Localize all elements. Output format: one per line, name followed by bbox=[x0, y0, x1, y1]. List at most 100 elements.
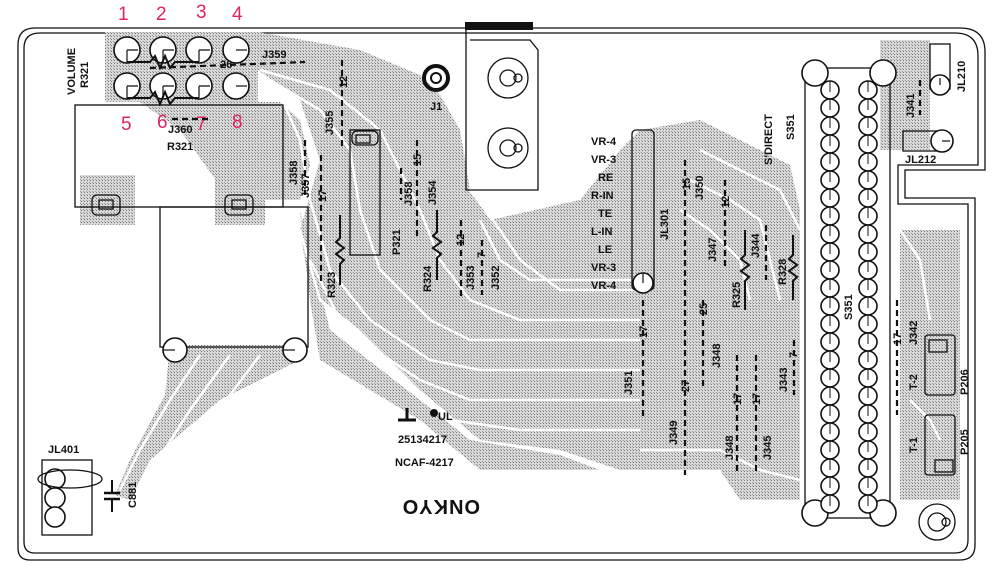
jl301-pin-labels: VR-4 VR-3 RE R-IN TE L-IN LE VR-3 VR-4 bbox=[591, 136, 617, 292]
pin-number-labels: 1 2 3 4 5 6 7 8 bbox=[118, 2, 243, 135]
j345-length: 17 bbox=[751, 393, 763, 405]
j353-length: 12 bbox=[455, 234, 467, 246]
connector-jl210 bbox=[929, 43, 951, 96]
j350-label: J350 bbox=[694, 176, 706, 200]
j348a-label: J348 bbox=[711, 344, 723, 368]
j347-label: J347 bbox=[707, 238, 719, 262]
j353-label: J353 bbox=[465, 266, 477, 290]
s-direct-label: S'DIRECT bbox=[763, 114, 775, 165]
s351-top-label: S351 bbox=[785, 114, 797, 140]
r324-label: R324 bbox=[422, 265, 434, 292]
connector-p321 bbox=[349, 129, 381, 256]
jl401-label: JL401 bbox=[48, 444, 79, 456]
pot-pin-7 bbox=[185, 72, 213, 100]
pot-pin-1 bbox=[113, 36, 141, 64]
mounting-hole bbox=[918, 503, 956, 541]
pin-label-5: 5 bbox=[121, 114, 132, 135]
resistor-r323 bbox=[334, 215, 346, 285]
j354-label: J354 bbox=[427, 180, 439, 205]
p206-label: P206 bbox=[959, 369, 971, 395]
connector-p205 bbox=[924, 414, 956, 476]
header-jl301 bbox=[631, 129, 655, 294]
pot-resistor-trace-bottom bbox=[127, 89, 199, 107]
connector-p206 bbox=[924, 334, 956, 396]
jl301-pin-2: VR-3 bbox=[591, 154, 616, 166]
pcb-traces bbox=[118, 68, 942, 506]
p321-label: P321 bbox=[391, 229, 403, 255]
pin-label-3: 3 bbox=[196, 2, 207, 23]
r323-label: R323 bbox=[326, 272, 338, 298]
jl212-label: JL212 bbox=[905, 154, 936, 166]
j342-length: 17 bbox=[892, 333, 904, 345]
pin-label-4: 4 bbox=[232, 4, 243, 25]
pot-pins bbox=[113, 36, 250, 107]
board-code: NCAF-4217 bbox=[395, 457, 454, 469]
j360-label: J360 bbox=[168, 124, 192, 136]
j352-label: J352 bbox=[490, 266, 502, 290]
svg-text:UL: UL bbox=[438, 411, 453, 423]
j349-label: J349 bbox=[668, 421, 680, 445]
jl301-pin-8: VR-3 bbox=[591, 262, 616, 274]
j357-length: 17 bbox=[317, 190, 329, 202]
pot-pin-5 bbox=[113, 72, 141, 100]
j348b-label: J348 bbox=[724, 436, 736, 460]
c881-label: C881 bbox=[127, 482, 139, 508]
j351-label: J351 bbox=[623, 371, 635, 395]
connector-jl212 bbox=[902, 129, 954, 153]
j343-label: J343 bbox=[778, 368, 790, 392]
j344-label: J344 bbox=[750, 233, 762, 258]
j349-length: 27 bbox=[680, 380, 692, 392]
j352-length: 7 bbox=[476, 252, 488, 258]
s351-pin-columns bbox=[820, 80, 878, 514]
ul-certification-mark: UL bbox=[430, 409, 453, 423]
j347-length: 12 bbox=[720, 196, 732, 208]
pot-pin-8 bbox=[222, 72, 250, 100]
jumper-j359 bbox=[149, 60, 306, 70]
j342-label: J342 bbox=[908, 321, 920, 345]
jl301-pin-7: LE bbox=[598, 244, 612, 256]
r321-lower-label: R321 bbox=[167, 141, 193, 153]
j355-length: 12 bbox=[338, 76, 350, 88]
p205-label: P205 bbox=[959, 429, 971, 455]
r325-label: R325 bbox=[731, 282, 743, 308]
pot-pin-2 bbox=[149, 36, 177, 64]
volume-ref-label: R321 bbox=[79, 62, 91, 88]
switch-s351 bbox=[801, 59, 897, 527]
pin-label-6: 6 bbox=[157, 112, 168, 133]
pin-label-2: 2 bbox=[156, 4, 167, 25]
j351-length: 17 bbox=[638, 326, 650, 338]
j341-label: J341 bbox=[905, 94, 917, 118]
part-number: 25134217 bbox=[398, 434, 447, 446]
test-point-j1 bbox=[422, 64, 450, 92]
jl301-label: JL301 bbox=[659, 209, 671, 240]
jl301-pin-9: VR-4 bbox=[591, 280, 617, 292]
capacitor-c881 bbox=[104, 480, 120, 512]
pot-pin-4 bbox=[222, 36, 250, 64]
onkyo-logo-mirrored: ONKYO bbox=[402, 495, 480, 517]
j358a-label: J358 bbox=[288, 161, 300, 185]
connector-jl401 bbox=[37, 459, 103, 536]
jack-bracket bbox=[465, 22, 539, 191]
j345-label: J345 bbox=[762, 436, 774, 460]
jl301-pin-6: L-IN bbox=[591, 226, 612, 238]
s351-side-label: S351 bbox=[843, 294, 855, 320]
jl301-pin-5: TE bbox=[598, 208, 612, 220]
j354-length: 15 bbox=[412, 154, 424, 166]
resistor-r324 bbox=[431, 210, 443, 280]
resistor-r325 bbox=[739, 230, 751, 310]
t1-label: T-1 bbox=[908, 437, 920, 453]
pin-label-1: 1 bbox=[118, 4, 129, 25]
j348b-length: 17 bbox=[732, 393, 744, 405]
pot-mount-pad-right bbox=[224, 194, 254, 216]
pin-label-7: 7 bbox=[196, 114, 207, 135]
j358b-label: J358 bbox=[403, 182, 415, 206]
j1-label: J1 bbox=[430, 101, 442, 113]
jl301-pin-1: VR-4 bbox=[591, 136, 617, 148]
volume-pot-r321 bbox=[74, 104, 309, 363]
j343-length: 7 bbox=[788, 352, 800, 358]
t2-label: T-2 bbox=[908, 374, 920, 390]
jl301-pin-4: R-IN bbox=[591, 190, 614, 202]
j350-length: 15 bbox=[681, 178, 693, 190]
pot-pin-3 bbox=[185, 36, 213, 64]
